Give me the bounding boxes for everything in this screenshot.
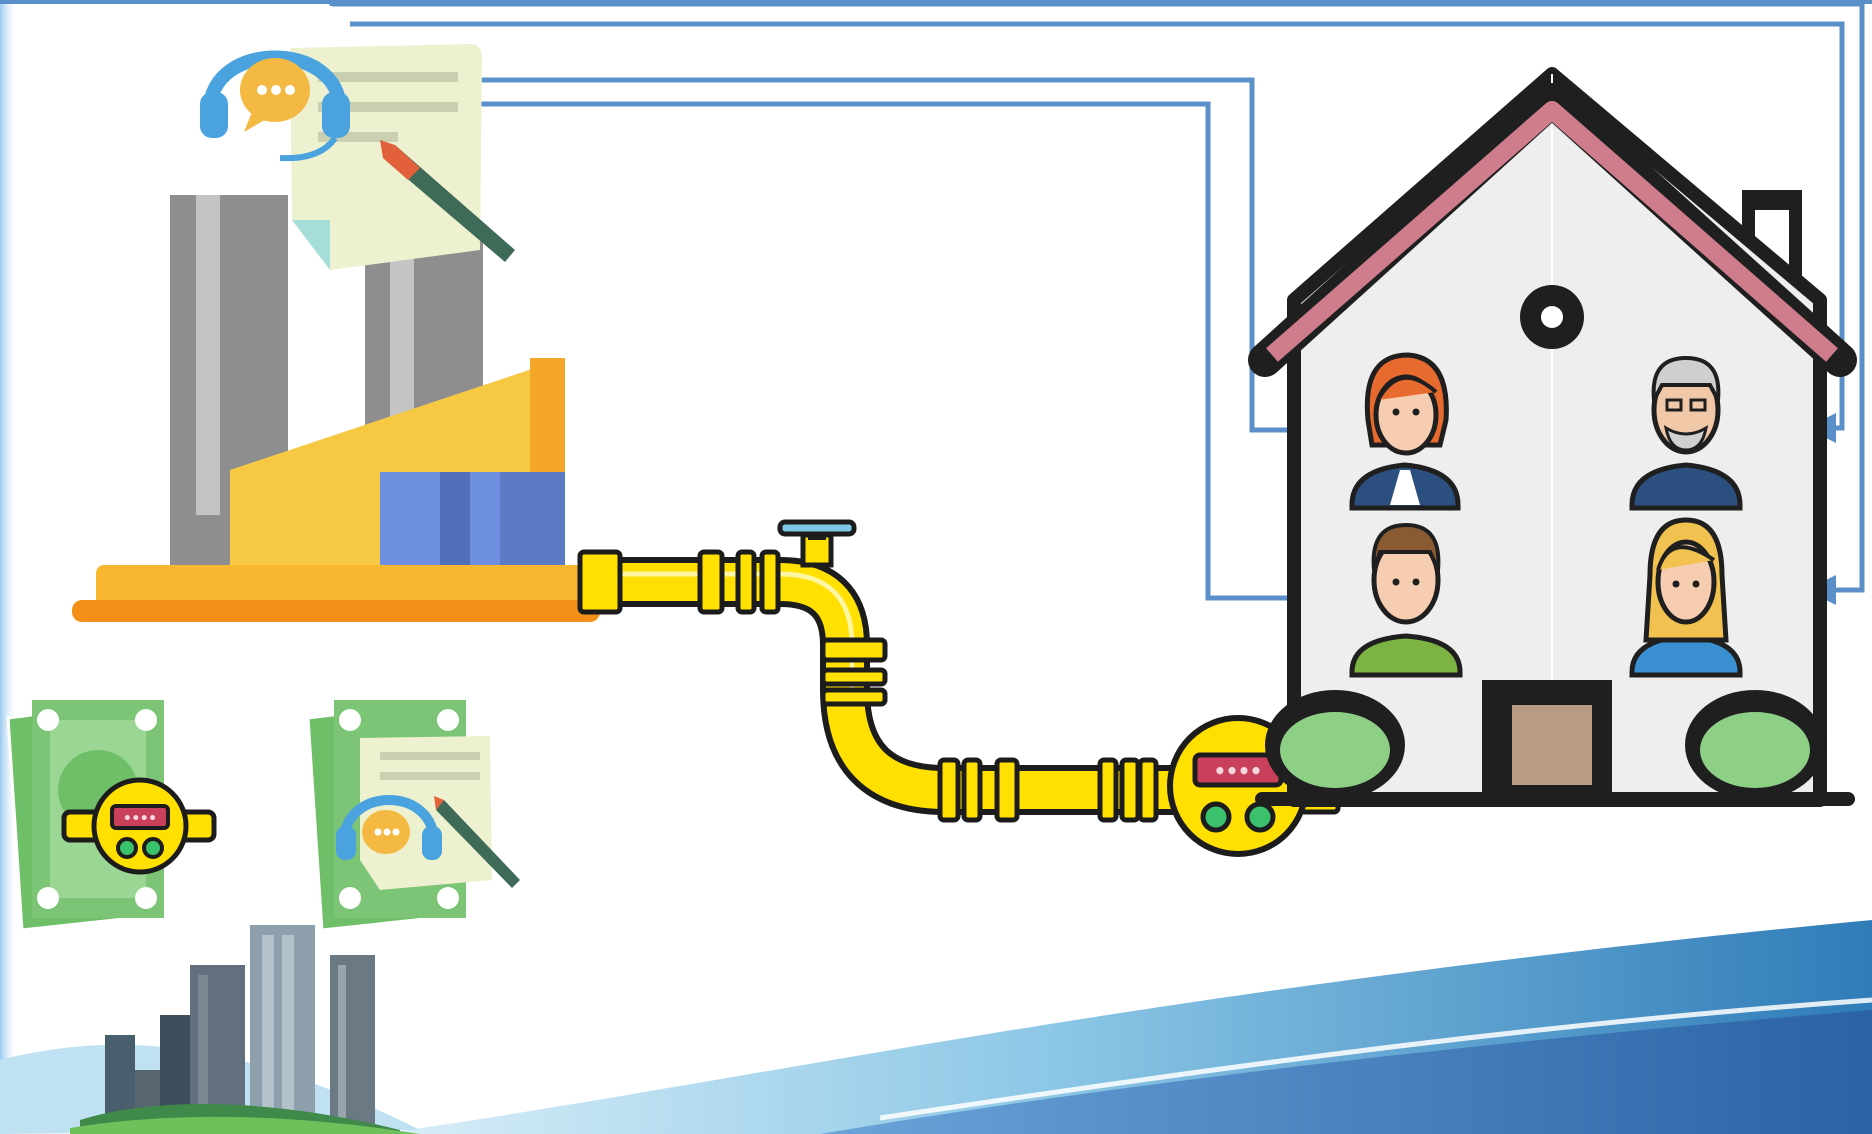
mini-meter-digits: ••••	[123, 811, 157, 827]
money-service-icon	[308, 700, 520, 930]
money-meter-icon: ••••	[8, 700, 214, 930]
meter-digits: ••••	[1214, 759, 1262, 783]
bush-right	[1685, 690, 1825, 800]
city-skyline-icon	[70, 925, 420, 1134]
arrow-to-resident-3	[480, 104, 1336, 598]
house-icon	[1255, 74, 1855, 806]
bush-left	[1265, 690, 1405, 800]
